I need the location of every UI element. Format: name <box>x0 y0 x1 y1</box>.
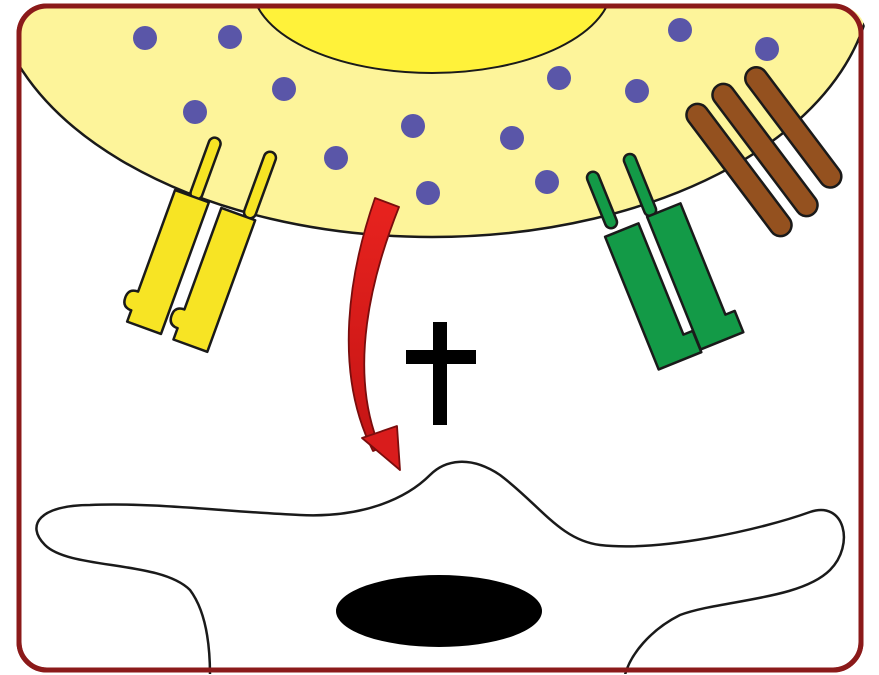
granule <box>183 100 207 124</box>
granule <box>401 114 425 138</box>
granule <box>547 66 571 90</box>
granule <box>625 79 649 103</box>
granule <box>500 126 524 150</box>
target-cell-nucleus <box>336 575 542 647</box>
granule <box>133 26 157 50</box>
granule <box>535 170 559 194</box>
granule <box>272 77 296 101</box>
granule <box>218 25 242 49</box>
granule <box>324 146 348 170</box>
granule <box>416 181 440 205</box>
granule <box>755 37 779 61</box>
granule <box>668 18 692 42</box>
